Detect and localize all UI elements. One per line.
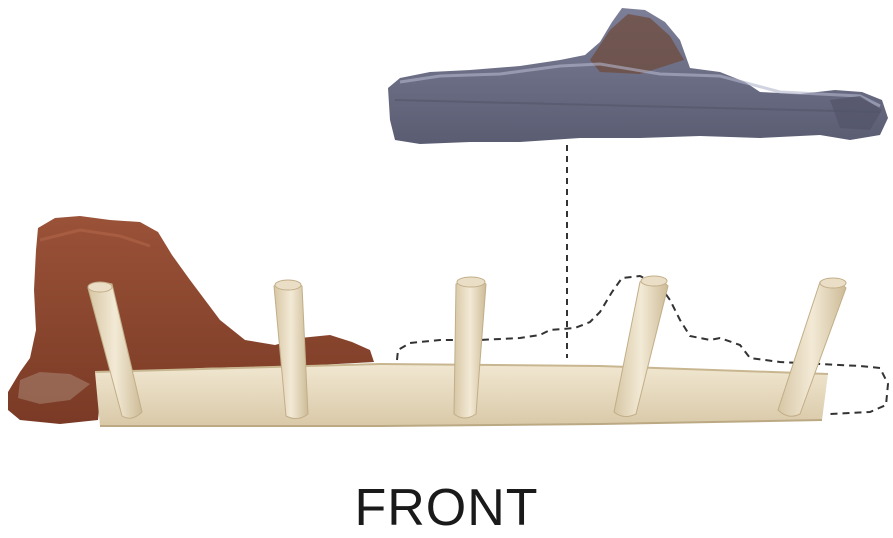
stone-fragment [388, 8, 888, 144]
view-label: FRONT [0, 478, 893, 538]
